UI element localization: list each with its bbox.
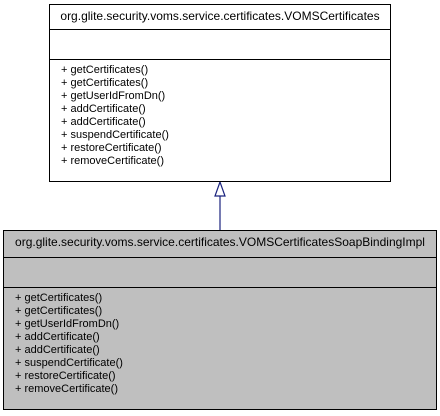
base-method-item: + getUserIdFromDn(): [61, 90, 166, 102]
derived-method-item: + removeCertificate(): [15, 383, 119, 395]
base-class-name: org.glite.security.voms.service.certific…: [60, 9, 380, 23]
derived-class-box[interactable]: org.glite.security.voms.service.certific…: [3, 230, 437, 410]
derived-method-item: + restoreCertificate(): [15, 370, 116, 382]
base-class-name-divider: [50, 29, 390, 30]
derived-class-attributes-divider: [4, 287, 436, 288]
derived-class-method-list: + getCertificates() + getCertificates() …: [4, 292, 436, 396]
base-class-attributes-divider: [50, 59, 390, 60]
base-method-item: + addCertificate(): [61, 103, 146, 115]
inheritance-arrowhead: [214, 180, 226, 197]
derived-method-item: + getCertificates(): [15, 305, 103, 317]
base-class-method-list: + getCertificates() + getCertificates() …: [50, 64, 390, 168]
base-method-item: + suspendCertificate(): [61, 129, 169, 141]
derived-class-name: org.glite.security.voms.service.certific…: [15, 235, 425, 249]
base-method-item: + addCertificate(): [61, 116, 146, 128]
derived-method-item: + suspendCertificate(): [15, 357, 123, 369]
derived-method-item: + addCertificate(): [15, 331, 100, 343]
derived-class-name-divider: [4, 257, 436, 258]
base-method-item: + removeCertificate(): [61, 155, 165, 167]
base-method-item: + getCertificates(): [61, 64, 149, 76]
derived-method-item: + getCertificates(): [15, 292, 103, 304]
derived-method-item: + addCertificate(): [15, 344, 100, 356]
derived-method-item: + getUserIdFromDn(): [15, 318, 120, 330]
base-method-item: + getCertificates(): [61, 77, 149, 89]
base-method-item: + restoreCertificate(): [61, 142, 162, 154]
base-class-box[interactable]: org.glite.security.voms.service.certific…: [49, 4, 391, 182]
